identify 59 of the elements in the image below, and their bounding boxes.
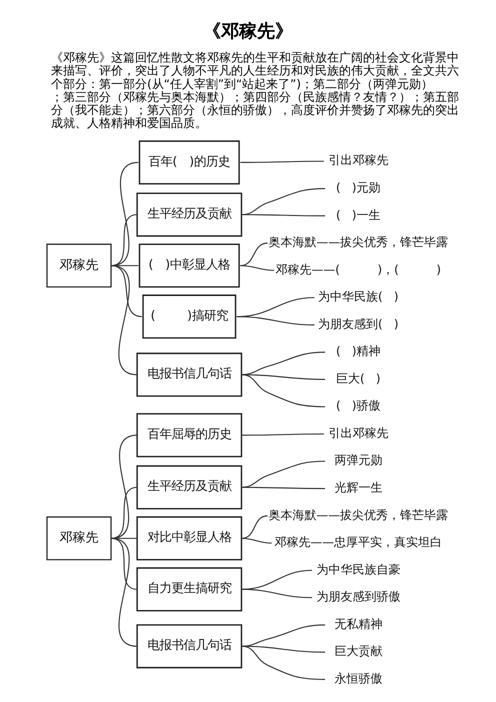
node-box: ( )中彰显人格: [138, 244, 240, 288]
node-text: 光辉一生: [334, 480, 382, 495]
node-text: 为朋友感到骄傲: [316, 590, 400, 604]
node-box: 百年屈辱的历史: [136, 413, 242, 458]
connector: [111, 538, 138, 539]
connector: [110, 538, 138, 590]
node-box: ( )搞研究: [142, 294, 236, 339]
connector: [110, 486, 138, 539]
connector: [241, 374, 326, 380]
node-box: 生平经历及贡献: [136, 465, 242, 510]
connector: [240, 265, 274, 271]
node-box: 电报书信几句话: [136, 352, 242, 397]
connector: [110, 162, 138, 266]
node-text: 引出邓稼先: [328, 153, 388, 168]
node-text: 两弹元勋: [334, 453, 382, 468]
node-text: 为中华民族自豪: [316, 562, 400, 576]
node-text: ( )一生: [336, 208, 381, 222]
node-box: 邓稼先: [46, 516, 112, 560]
node-text: 无私精神: [334, 616, 382, 631]
node-box: 百年( )的历史: [138, 140, 240, 185]
node-text: ( )骄傲: [336, 398, 381, 413]
node-box: 电报书信几句话: [136, 624, 242, 668]
diagram-title: 《邓稼先》: [202, 20, 293, 42]
caption: 《邓稼先》这篇回忆性散文将邓稼先的生平和贡献放在广阔的社会文化背景中来描写、评价，突出了人物不平凡的人生经历和对民族的伟大贡献，全文共六个部分：第一部分(从“任人宰割”到“站起来了”)；第二部分（两弹元勋）；第三部分（邓稼先与奥本海默）；第四部分（民族感情？友情？）；第五部分（我不能走）；第六部分（永恒的骄傲），高度评价并赞扬了邓稼先的突出成就、人格精神和爱国品质。: [51, 50, 460, 130]
connector: [240, 242, 268, 266]
node-box: 自力更生搞研究: [136, 567, 242, 612]
node-text: 永恒骄傲: [334, 671, 382, 686]
node-box: 生平经历及贡献: [136, 192, 242, 237]
node-text: ( )元勋: [336, 180, 381, 195]
connector: [241, 374, 326, 408]
connector: [241, 646, 326, 653]
connector: [241, 570, 312, 590]
connector: [241, 433, 324, 436]
node-text: 邓稼先——忠厚平实，真实坦白: [274, 535, 442, 550]
connector: [110, 265, 142, 318]
node-text: 邓稼先——( )，( ): [276, 262, 442, 276]
connector: [241, 486, 326, 490]
connector: [241, 352, 326, 376]
connector: [240, 160, 324, 163]
connector: [241, 188, 326, 216]
connector: [241, 538, 272, 544]
connector: [241, 460, 326, 488]
node-text: 奥本海默——拔尖优秀，锋芒毕露: [268, 508, 448, 522]
node-text: 为中华民族( ): [318, 290, 399, 304]
node-box: 对比中彰显人格: [136, 516, 242, 560]
connector: [241, 588, 312, 598]
connector: [241, 515, 268, 539]
node-text: ( )精神: [336, 344, 381, 358]
node-text: 引出邓稼先: [328, 426, 388, 440]
connector: [110, 434, 138, 539]
node-text: 巨大( ): [336, 371, 381, 386]
node-text: 巨大贡献: [334, 644, 382, 658]
connector: [241, 624, 326, 647]
node-box: 邓稼先: [46, 244, 112, 288]
node-text: 奥本海默——拔尖优秀，锋芒毕露: [268, 235, 448, 250]
connector: [236, 297, 314, 318]
connector: [241, 646, 326, 680]
node-text: 为朋友感到( ): [318, 316, 399, 331]
connector: [110, 538, 138, 647]
